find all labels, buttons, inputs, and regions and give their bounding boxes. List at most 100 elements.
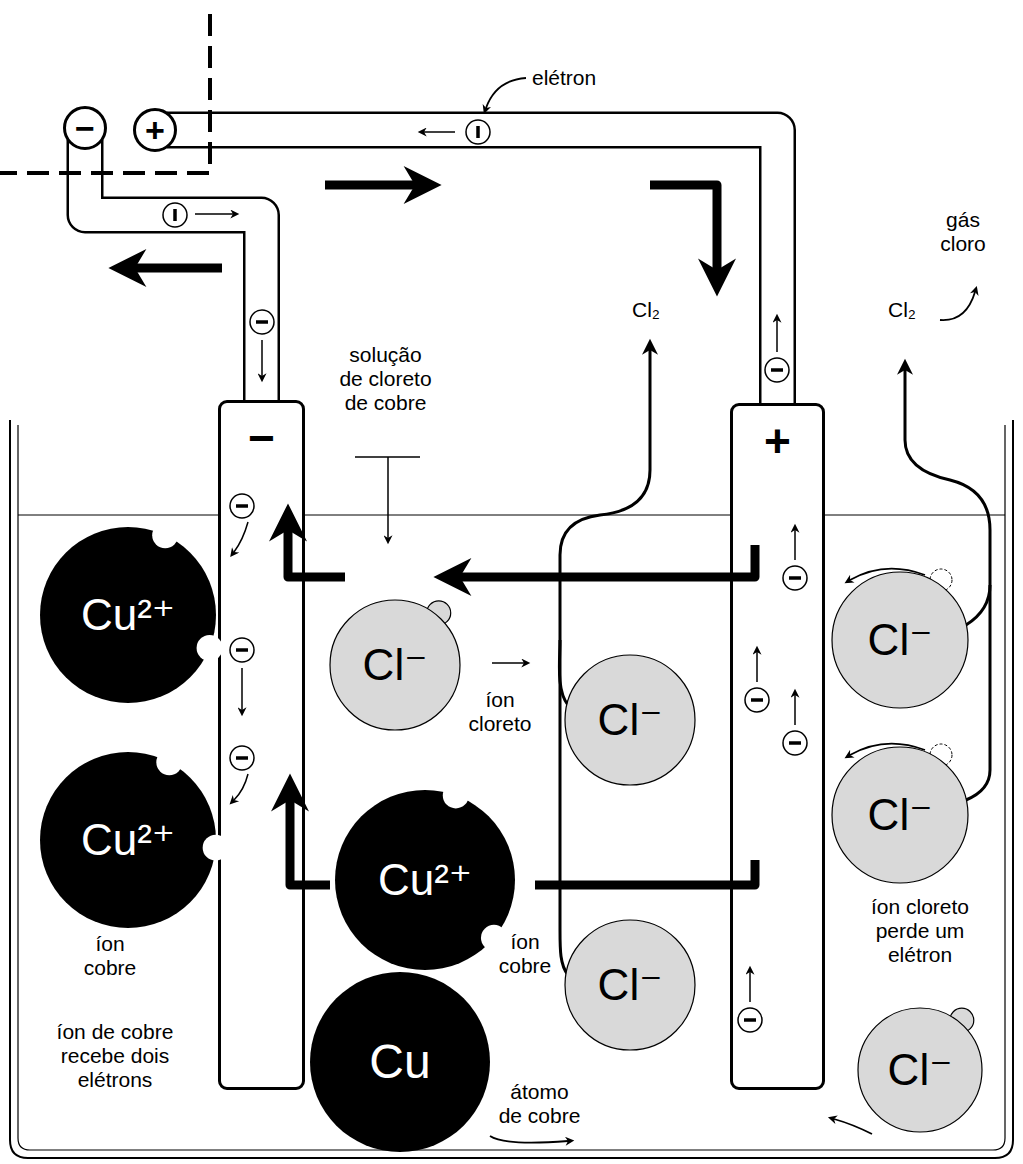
electron-arrow [234,522,248,552]
electrode: − [218,400,305,1090]
electron-circle [765,358,789,382]
electron [745,688,769,712]
copper-particle: Cu²⁺ [40,752,216,928]
wire-outline [85,140,262,400]
electron [230,746,254,770]
current-arrow [288,530,345,577]
electron-circle [250,310,274,334]
electron-circle [738,1008,762,1032]
electron-circle [230,494,254,518]
battery-terminal: − [63,106,107,150]
chloride-ion: Cl⁻ [565,920,695,1050]
electron-charge [744,1018,756,1022]
caption-label: átomo de cobre [497,1080,582,1128]
node-text: Cu²⁺ [378,858,472,902]
missing-electron [481,925,507,951]
electron [163,203,187,227]
node-text: + [764,418,791,464]
ion-circle [832,747,968,883]
node-text: Cl⁻ [888,1048,953,1092]
caption-label: íon de cobre recebe dois elétrons [55,1020,175,1092]
leader-arrow [486,78,526,108]
missing-electron [197,635,223,661]
caption-label: gás cloro [932,208,994,256]
electron-arrow [749,972,751,1002]
missing-electron [156,749,182,775]
electron [783,731,807,755]
wire-inside [85,140,262,400]
node-text: − [248,415,275,461]
electron-circle [745,688,769,712]
electron [783,566,807,590]
electron-charge [236,504,248,508]
node-text: Cl⁻ [868,618,933,662]
node-text: Cu²⁺ [81,593,175,637]
electron-charge [751,698,763,702]
wire [85,140,262,400]
chlorine-path [560,640,568,975]
electron-circle [466,120,490,144]
ion-circle [565,920,695,1050]
electron-charge [236,756,248,760]
electrode: + [730,403,825,1090]
electron [738,1008,762,1032]
electron-charge [789,741,801,745]
wire-outline [167,130,778,403]
liquid-surface [18,515,1005,516]
ion-circle [40,527,216,703]
ion-circle [310,972,490,1152]
electron-charge [476,126,480,138]
electron [230,638,254,662]
caption-label: íon cobre [75,932,145,980]
node-text: Cl⁻ [363,643,428,687]
missing-electron [443,782,469,808]
ion-circle [335,790,515,970]
electron-circle [783,566,807,590]
electron [765,358,789,382]
node-text: Cl⁻ [868,793,933,837]
chloride-ion: Cl⁻ [832,572,968,708]
ion-arrow [834,1119,872,1134]
electron-arrow [241,668,243,710]
current-arrow [135,264,222,273]
node-text: Cl⁻ [598,963,663,1007]
chlorine-path [966,585,990,800]
ion-circle [330,600,460,730]
battery-terminal: + [133,108,177,152]
caption-label: íon cobre [490,930,560,978]
beaker [18,425,1005,1150]
ion-circle [565,655,695,785]
caption-label: solução de cloreto de cobre [337,343,434,415]
chloride-ion: Cl⁻ [330,600,460,730]
electron-arrow [776,320,778,352]
atom-arrow [490,1136,568,1143]
caption-label: íon cloreto perde um elétron [866,895,974,967]
gas-arrow [940,292,975,320]
current-arrow [290,800,330,885]
node-text: − [75,111,95,145]
electron-arrow [261,340,263,376]
electron-arrow [794,530,796,560]
chloride-ion: Cl⁻ [858,1008,982,1132]
electron-arrow [234,774,248,800]
electron-arrow [756,652,758,682]
wire-inside [167,130,778,403]
node-text: Cl⁻ [598,698,663,742]
chlorine-path [559,350,650,705]
missing-electron [152,522,178,548]
chloride-ion: Cl⁻ [565,655,695,785]
electron-charge [256,320,268,324]
ion-arrow [492,662,524,664]
caption-label: íon cloreto [460,688,540,736]
caption-label: Cl₂ [888,298,938,322]
ion-circle [858,1008,982,1132]
beaker [10,420,1013,1158]
current-arrow [325,181,415,190]
ion-circle [832,572,968,708]
current-arrow [650,185,717,270]
electron-circle [163,203,187,227]
chloride-ion: Cl⁻ [832,747,968,883]
caption-label: Cl₂ [632,298,682,322]
node-text: + [145,113,165,147]
